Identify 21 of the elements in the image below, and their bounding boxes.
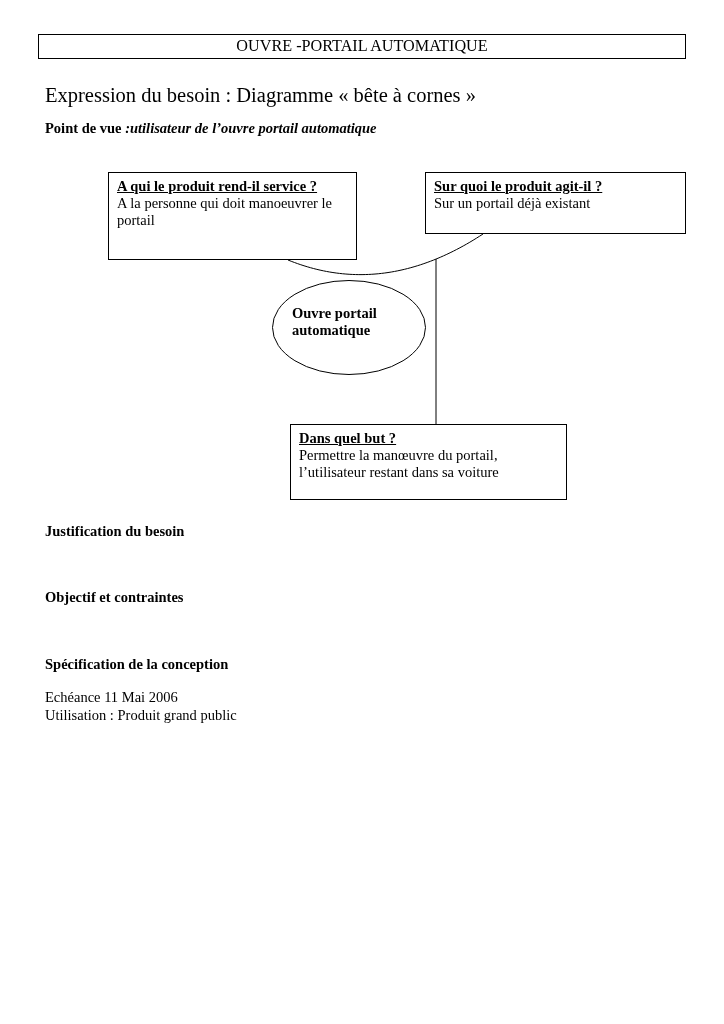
page-title: OUVRE -PORTAIL AUTOMATIQUE (38, 34, 686, 59)
box-heading: Dans quel but ? (299, 430, 398, 447)
section-heading: Justification du besoin (45, 522, 185, 540)
text-line: Echéance 11 Mai 2006 (45, 688, 178, 706)
box-heading: A qui le produit rend-il service ? (117, 178, 319, 195)
box-heading: Sur quoi le produit agit-il ? (434, 178, 604, 195)
section-heading: Objectif et contraintes (45, 588, 184, 606)
node-label: Ouvre portail automatique (292, 305, 378, 339)
page-heading: Expression du besoin : Diagramme « bête à cornes » (45, 83, 476, 108)
question-box (425, 172, 686, 234)
section-heading: Spécification de la conception (45, 655, 229, 673)
connector-curve (287, 233, 484, 276)
question-box (108, 172, 357, 260)
question-box (290, 424, 567, 500)
ellipse-node (272, 280, 426, 375)
viewpoint-line: Point de vue :utilisateur de l’ouvre portail automatique (45, 119, 377, 137)
box-text: Permettre la manœuvre du portail, l’utilisateur restant dans sa voiture (299, 447, 500, 481)
box-text: Sur un portail déjà existant (434, 195, 592, 212)
connector-line (435, 258, 437, 425)
box-text: A la personne qui doit manoeuvrer le portail (117, 195, 334, 229)
text-line: Utilisation : Produit grand public (45, 706, 237, 724)
